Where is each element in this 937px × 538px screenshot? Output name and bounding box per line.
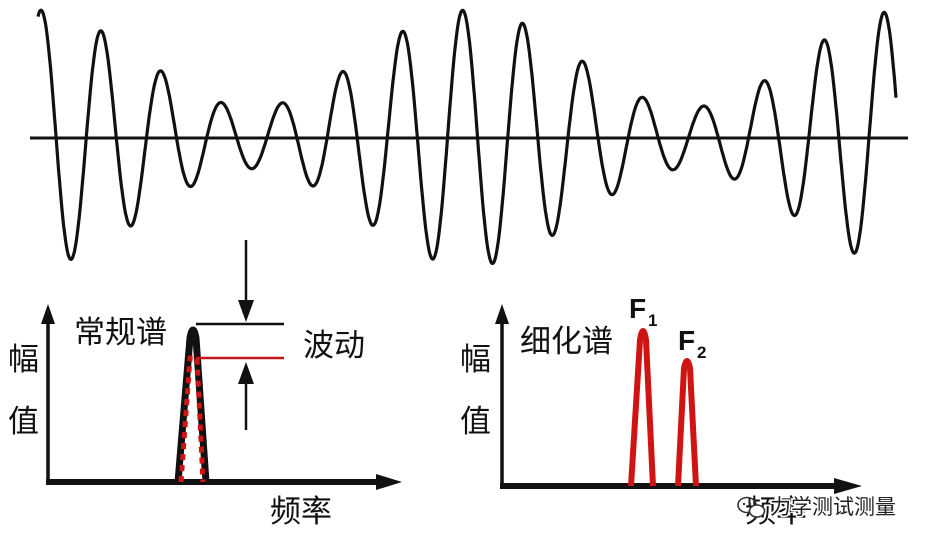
fluctuation-label: 波动: [303, 328, 365, 364]
watermark-text: 力学测试测量: [770, 495, 896, 519]
right-y-axis-arrow: [495, 304, 509, 324]
fluctuation-arrow-down-head: [238, 300, 254, 322]
right-x-axis-arrow: [834, 478, 862, 494]
zoom-peak-f2: [675, 358, 699, 487]
peak-f2-subscript: 2: [697, 343, 706, 362]
left-x-axis-arrow: [376, 474, 402, 490]
conventional-spectrum-label: 常规谱: [74, 315, 167, 351]
left-x-label: 频率: [270, 494, 332, 530]
peak-f1-label: F: [629, 293, 646, 324]
peak-f2-label: F: [678, 325, 695, 356]
beat-waveform: [30, 8, 908, 265]
conventional-peak-black: [174, 326, 210, 483]
left-y-label-1: 幅: [8, 342, 39, 378]
zoom-spectrum-label: 细化谱: [520, 324, 613, 360]
fluctuation-arrow-up-head: [238, 362, 254, 384]
left-y-label-2: 值: [8, 404, 39, 440]
waveform-curve: [36, 8, 898, 265]
left-y-axis-arrow: [41, 304, 55, 324]
conventional-spectrum-panel: 幅 值 常规谱 波动 频率: [8, 240, 402, 530]
peak-f1-subscript: 1: [648, 311, 657, 330]
right-y-label-1: 幅: [460, 342, 491, 378]
wechat-icon: [737, 496, 766, 518]
right-y-label-2: 值: [460, 404, 491, 440]
watermark: 力学测试测量: [737, 494, 898, 521]
zoom-peak-f1: [628, 328, 656, 487]
